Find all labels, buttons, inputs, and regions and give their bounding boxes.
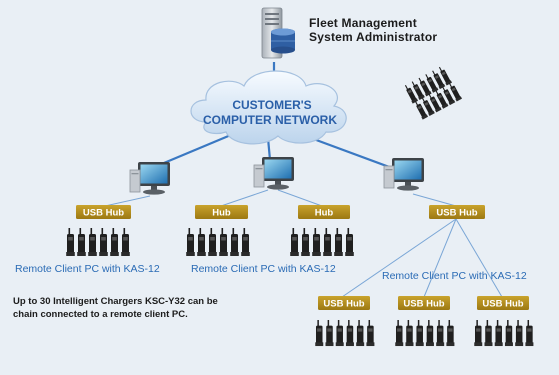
charger-row-icon (66, 228, 130, 256)
client-pc-right-icon (383, 157, 425, 192)
client-pc-left-icon (129, 161, 171, 196)
cloud-shape (190, 70, 347, 145)
client-pc-center-icon (253, 156, 295, 191)
hub-sub-1: USB Hub (318, 296, 370, 310)
charger-row-icon (186, 228, 250, 256)
link-pc-center-hub-b (277, 189, 323, 207)
hub-left-label: USB Hub (83, 208, 124, 219)
hub-left: USB Hub (76, 205, 131, 219)
hub-mid-b: Hub (298, 205, 350, 219)
network-title-line1: CUSTOMER'S (232, 98, 311, 112)
link-pc-center-hub-a (220, 189, 269, 207)
remote-client-label-3: Remote Client PC with KAS-12 (382, 270, 527, 282)
link-hub-sub-2 (423, 218, 457, 298)
hub-mid-a-label: Hub (212, 208, 231, 219)
usb-links (104, 189, 503, 298)
admin-title-line1: Fleet Management (309, 16, 417, 30)
charger-row-icon (395, 320, 455, 347)
remote-client-label-1: Remote Client PC with KAS-12 (15, 263, 160, 275)
hub-mid-a: Hub (195, 205, 248, 219)
link-pc-right-hub (412, 193, 457, 207)
radio-fleet-icon (403, 65, 453, 104)
link-hub-sub-3 (455, 218, 503, 298)
charger-row-icon (290, 228, 354, 256)
hub-mid-b-label: Hub (315, 208, 334, 219)
charger-note: Up to 30 Intelligent Chargers KSC-Y32 ca… (13, 296, 218, 320)
hub-sub-2: USB Hub (398, 296, 450, 310)
hub-right: USB Hub (429, 205, 485, 219)
admin-title: Fleet Management System Administrator (309, 16, 437, 44)
hub-sub-3: USB Hub (477, 296, 529, 310)
charger-row-icon (474, 320, 534, 347)
hub-sub-3-label: USB Hub (482, 299, 523, 310)
hub-sub-1-label: USB Hub (323, 299, 364, 310)
charger-row-icon (315, 320, 375, 347)
link-pc-left-hub (104, 195, 151, 207)
network-title-line2: COMPUTER NETWORK (203, 113, 337, 127)
remote-client-label-2: Remote Client PC with KAS-12 (191, 263, 336, 275)
radio-fleet-icon (413, 81, 463, 120)
hub-right-label: USB Hub (436, 208, 477, 219)
hub-sub-2-label: USB Hub (403, 299, 444, 310)
link-hub-sub-1 (341, 218, 457, 298)
server-icon (261, 7, 295, 59)
admin-title-line2: System Administrator (309, 30, 438, 44)
